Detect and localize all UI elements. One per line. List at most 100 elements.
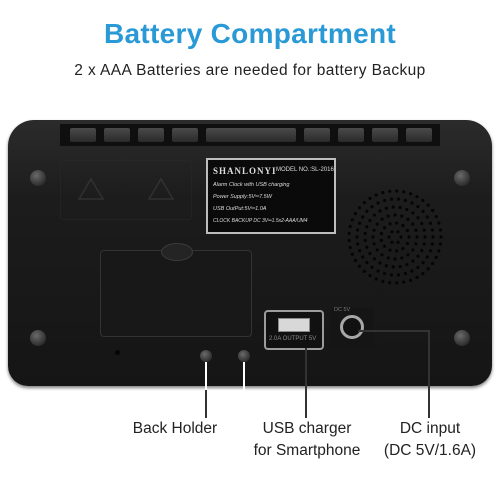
grill-hole [422,228,426,232]
rubber-foot [30,170,46,186]
grill-hole [391,265,395,269]
callout-line [243,362,245,392]
grill-hole [406,253,410,257]
product-label: SHANLONYI MODEL NO.:SL-2016 Alarm Clock … [206,158,336,234]
grill-hole [416,265,420,269]
grill-hole [431,261,435,266]
embossed-warning-icon [77,177,175,200]
grill-hole [357,206,362,210]
grill-hole [353,258,358,263]
grill-hole [347,238,351,243]
grill-hole [395,189,399,193]
label-line: USB OutPut:5V═1.0A [213,206,267,212]
grill-hole [428,221,433,225]
usb-caption: 2.0A OUTPUT 5V [269,336,317,342]
page-title: Battery Compartment [104,18,396,49]
back-holder-hole [200,350,212,362]
callout-line [205,362,207,392]
top-button [338,128,364,142]
grill-hole [405,262,409,267]
grill-hole [365,209,369,213]
grill-hole [389,197,394,201]
battery-cover[interactable] [100,243,252,337]
grill-hole [389,273,394,277]
usb-port[interactable]: 2.0A OUTPUT 5V [264,310,324,350]
callout-dc-line1: DC input [399,420,461,437]
label-line: CLOCK BACKUP DC 3V═1.5x2-AAA/UM4 [213,218,308,224]
callout-line [205,390,245,392]
grill-hole [374,193,378,197]
grill-hole [386,256,390,260]
grill-hole [411,222,415,226]
grill-hole [363,238,367,243]
grill-hole [437,221,441,225]
grill-hole [390,240,394,244]
grill-hole [411,211,415,215]
grill-hole [365,245,369,249]
grill-hole [425,255,429,259]
grill-hole [415,235,419,239]
grill-hole [380,217,384,221]
grill-hole [357,249,362,253]
grill-hole [426,203,430,207]
battery-cover-latch[interactable] [161,243,193,261]
grill-hole [384,264,388,268]
speaker-grill [347,189,443,285]
grill-hole [372,242,376,246]
grill-hole [402,190,406,194]
grill-hole [423,235,427,239]
grill-hole [362,269,366,273]
back-holder-hole [238,350,250,362]
grill-hole [422,242,426,246]
grill-hole [371,235,375,239]
grill-hole [393,213,397,217]
top-button [70,128,96,142]
grill-hole [356,228,360,232]
grill-hole [378,209,382,213]
grill-hole [402,280,406,284]
grill-hole [396,197,401,201]
grill-hole [401,246,405,251]
grill-hole [368,251,372,256]
callout-line [428,330,430,418]
grill-hole [387,235,391,239]
grill-hole [416,205,420,209]
grill-hole [370,205,374,209]
grill-hole [421,209,425,213]
grill-hole [398,205,402,210]
grill-hole [431,235,435,239]
grill-hole [347,231,351,236]
grill-hole [383,198,387,203]
grill-hole [368,274,372,278]
grill-hole [431,208,435,213]
grill-hole [434,255,438,260]
grill-hole [395,249,399,253]
callout-back-holder: Back Holder [132,420,218,437]
grill-hole [439,235,443,239]
grill-hole [421,271,425,276]
rubber-foot [454,330,470,346]
grill-hole [400,256,404,260]
grill-hole [420,248,424,253]
model-number: MODEL NO.:SL-2016 [276,167,334,173]
grill-hole [428,249,433,253]
grill-hole [357,264,362,268]
dc-caption: DC 5V [334,307,351,313]
grill-hole [415,275,419,280]
rubber-foot [30,330,46,346]
grill-hole [411,248,415,252]
grill-hole [376,269,380,273]
grill-hole [411,259,415,263]
grill-hole [382,244,387,248]
top-button [104,128,130,142]
callout-usb-line2: for Smartphone [253,442,361,459]
label-line: Alarm Clock with USB charging [213,182,290,188]
grill-hole [425,215,429,219]
rubber-foot [454,170,470,186]
dc-jack[interactable] [340,315,364,339]
grill-hole [348,245,352,250]
grill-hole [370,265,374,269]
grill-hole [376,201,380,205]
grill-hole [396,240,400,244]
reset-hole [115,350,120,355]
